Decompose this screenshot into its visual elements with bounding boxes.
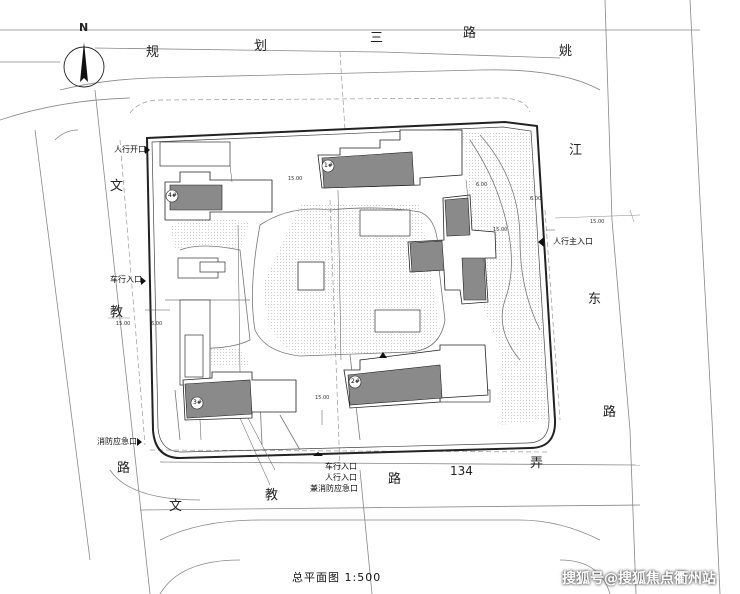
building-1 (317, 129, 463, 189)
road-char: 路 (463, 26, 477, 41)
site-boundary (145, 120, 557, 460)
road-char: 路 (388, 472, 402, 487)
dimension-label: 6.00 (530, 196, 542, 202)
building-markers (165, 159, 362, 410)
road-char: 姚 (559, 44, 573, 59)
building-4-number: 4# (168, 192, 177, 199)
building-2 (343, 344, 489, 409)
building-2-number: 2# (351, 378, 360, 385)
building-3-number: 3# (193, 399, 202, 406)
road-char: 江 (569, 143, 583, 158)
road-char: 三 (370, 31, 384, 46)
dimension-label: 6.00 (151, 321, 163, 327)
lane-char: 弄 (530, 456, 544, 471)
dimension-label: 15.00 (116, 321, 131, 327)
road-char: 东 (588, 292, 602, 307)
main-pedestrian-entrance-label: 人行主入口 (553, 237, 593, 246)
dimension-label: 6.00 (476, 182, 488, 188)
dimension-label: 15.00 (493, 227, 508, 233)
bottom-vehicle-entrance-label: 车行入口 (325, 462, 357, 471)
road-outlines (0, 0, 721, 594)
pedestrian-opening-label: 人行开口 (114, 145, 146, 154)
north-label: N (79, 21, 89, 34)
watermark: 搜狐号@搜狐焦点衢州站 (562, 571, 716, 587)
building-3 (182, 371, 297, 421)
lane-number: 134 (450, 464, 473, 478)
internal-roads (165, 134, 541, 451)
vehicle-entrance-label: 车行入口 (110, 275, 142, 284)
north-arrow-icon (63, 42, 105, 88)
road-char: 规 (146, 45, 160, 60)
grid-markers (108, 209, 641, 319)
dimension-label: 15.00 (288, 176, 303, 182)
bottom-pedestrian-entrance-label: 人行入口 (325, 473, 357, 482)
dimension-label: 15.00 (315, 395, 330, 401)
bottom-fire-exit-label: 兼消防应急口 (310, 484, 358, 493)
fire-emergency-exit-label: 消防应急口 (97, 437, 137, 446)
setback-lines (119, 51, 561, 471)
drawing-title: 总平面图 1:500 (292, 571, 382, 584)
central-pavilion (297, 261, 325, 291)
ancillary-buildings (159, 141, 491, 403)
road-char: 教 (265, 488, 279, 503)
road-char: 划 (254, 39, 268, 54)
building-1-number: 1# (324, 162, 333, 169)
road-char: 路 (603, 405, 617, 420)
dimension-label: 15.00 (590, 219, 605, 225)
road-char: 教 (110, 305, 124, 320)
dimension-lines (145, 164, 555, 486)
inner-boundary (151, 126, 550, 453)
road-char: 路 (117, 461, 131, 476)
entrance-arrows (137, 146, 544, 456)
road-char: 文 (169, 499, 183, 514)
building-east-cluster (407, 194, 497, 305)
road-char: 文 (110, 179, 124, 194)
building-4 (164, 171, 273, 221)
